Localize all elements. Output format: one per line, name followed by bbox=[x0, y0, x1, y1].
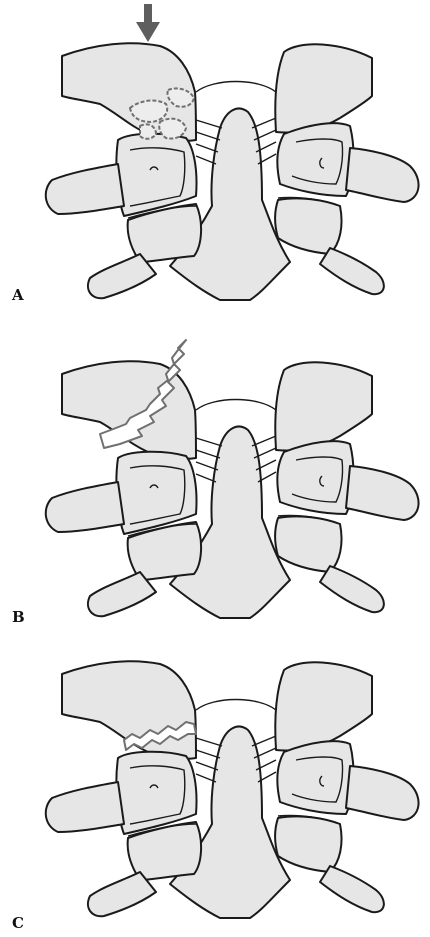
transverse-ligament-arc bbox=[196, 700, 276, 711]
vertebra-diagram-a bbox=[0, 0, 430, 310]
panel-c: C bbox=[0, 618, 430, 928]
right-inferior-process bbox=[320, 566, 384, 612]
vertebra-diagram-c bbox=[0, 618, 430, 928]
down-arrow-icon bbox=[136, 4, 160, 42]
left-inferior-process bbox=[88, 572, 156, 616]
panel-label-a: A bbox=[12, 286, 24, 304]
left-inferior-process bbox=[88, 254, 156, 298]
panel-b: B bbox=[0, 318, 430, 628]
right-occipital-condyle bbox=[275, 362, 372, 450]
right-occipital-condyle bbox=[275, 662, 372, 750]
left-transverse-process bbox=[46, 164, 124, 214]
right-transverse-process bbox=[346, 466, 419, 520]
left-transverse-process bbox=[46, 482, 124, 532]
left-transverse-process bbox=[46, 782, 124, 832]
right-lateral-mass-lower bbox=[275, 516, 342, 572]
right-inferior-process bbox=[320, 248, 384, 294]
right-transverse-process bbox=[346, 148, 419, 202]
right-lateral-mass-lower bbox=[275, 198, 342, 254]
vertebra-diagram-b bbox=[0, 318, 430, 628]
transverse-ligament-arc bbox=[196, 400, 276, 411]
left-inferior-process bbox=[88, 872, 156, 916]
right-inferior-process bbox=[320, 866, 384, 912]
right-lateral-mass-lower bbox=[275, 816, 342, 872]
fracture-fragment bbox=[130, 101, 167, 122]
right-occipital-condyle bbox=[275, 44, 372, 132]
fracture-fragment bbox=[140, 124, 156, 138]
right-transverse-process bbox=[346, 766, 419, 820]
transverse-ligament-arc bbox=[196, 82, 276, 93]
panel-label-c: C bbox=[12, 914, 24, 932]
left-occipital-condyle bbox=[62, 361, 196, 459]
panel-a: A bbox=[0, 0, 430, 310]
